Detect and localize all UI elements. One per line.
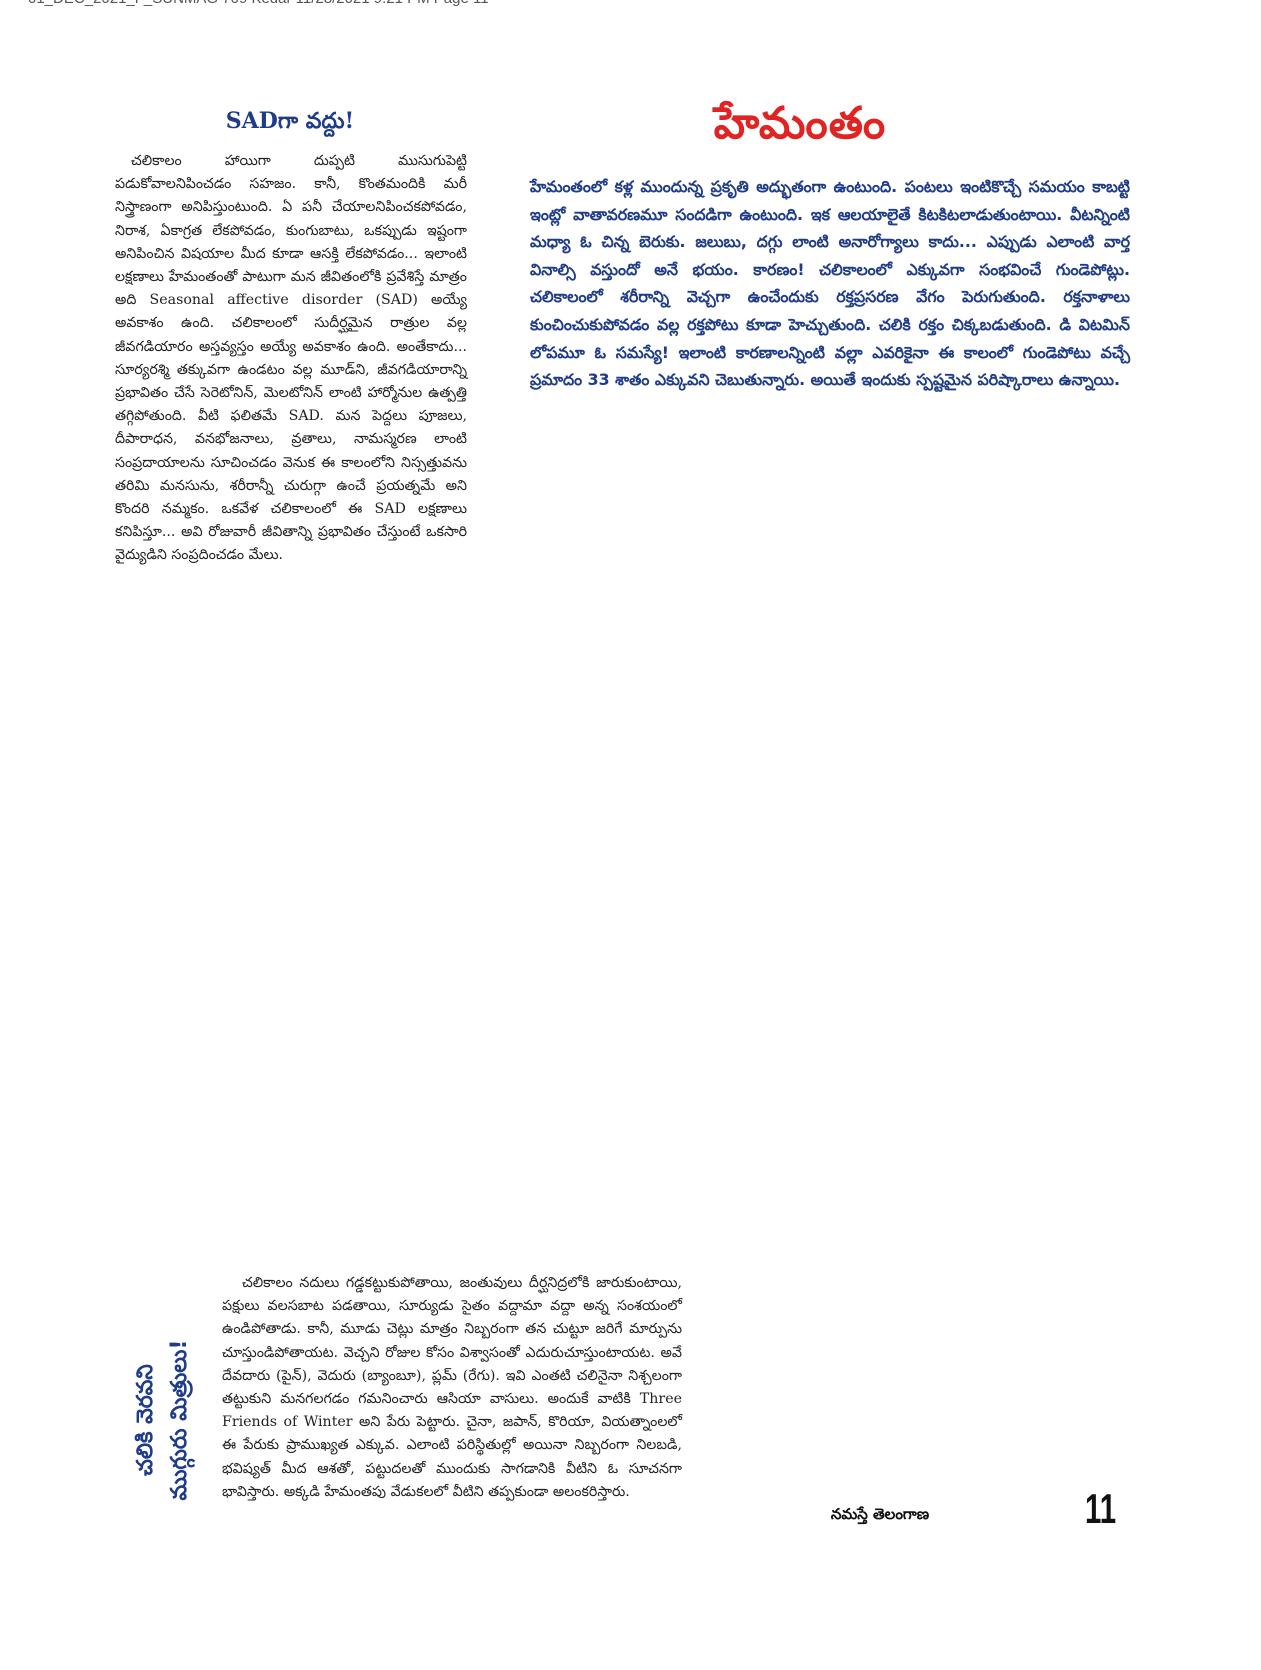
- magazine-brand: నమస్తే తెలంగాణ: [830, 1505, 930, 1523]
- winter-article-title: చలికి వెరవని ముగ్గురు మిత్రులు!: [118, 1305, 208, 1535]
- sad-article-title: SADగా వద్దు!: [225, 108, 355, 134]
- winter-title-line-2: ముగ్గురు మిత్రులు!: [167, 1339, 192, 1501]
- main-article-title: హేమంతం: [713, 98, 887, 149]
- print-slug: 01_DEC_2021_F_SUNMAG 709 Kedar 11/28/202…: [28, 0, 489, 7]
- winter-title-line-1: చలికి వెరవని: [133, 1364, 158, 1476]
- main-article-body: హేమంతంలో కళ్ల ముందున్న ప్రకృతి అద్భుతంగా…: [530, 177, 1130, 390]
- winter-article-title-rotated: చలికి వెరవని ముగ్గురు మిత్రులు!: [129, 1340, 197, 1501]
- winter-article-body: చలికాలం నదులు గడ్డకట్టుకుపోతాయి, జంతువుల…: [222, 1275, 682, 1500]
- sad-article-body: చలికాలం హాయిగా దుప్పటి ముసుగుపెట్టి పడుక…: [115, 153, 467, 564]
- page-number: 11: [1085, 1485, 1117, 1532]
